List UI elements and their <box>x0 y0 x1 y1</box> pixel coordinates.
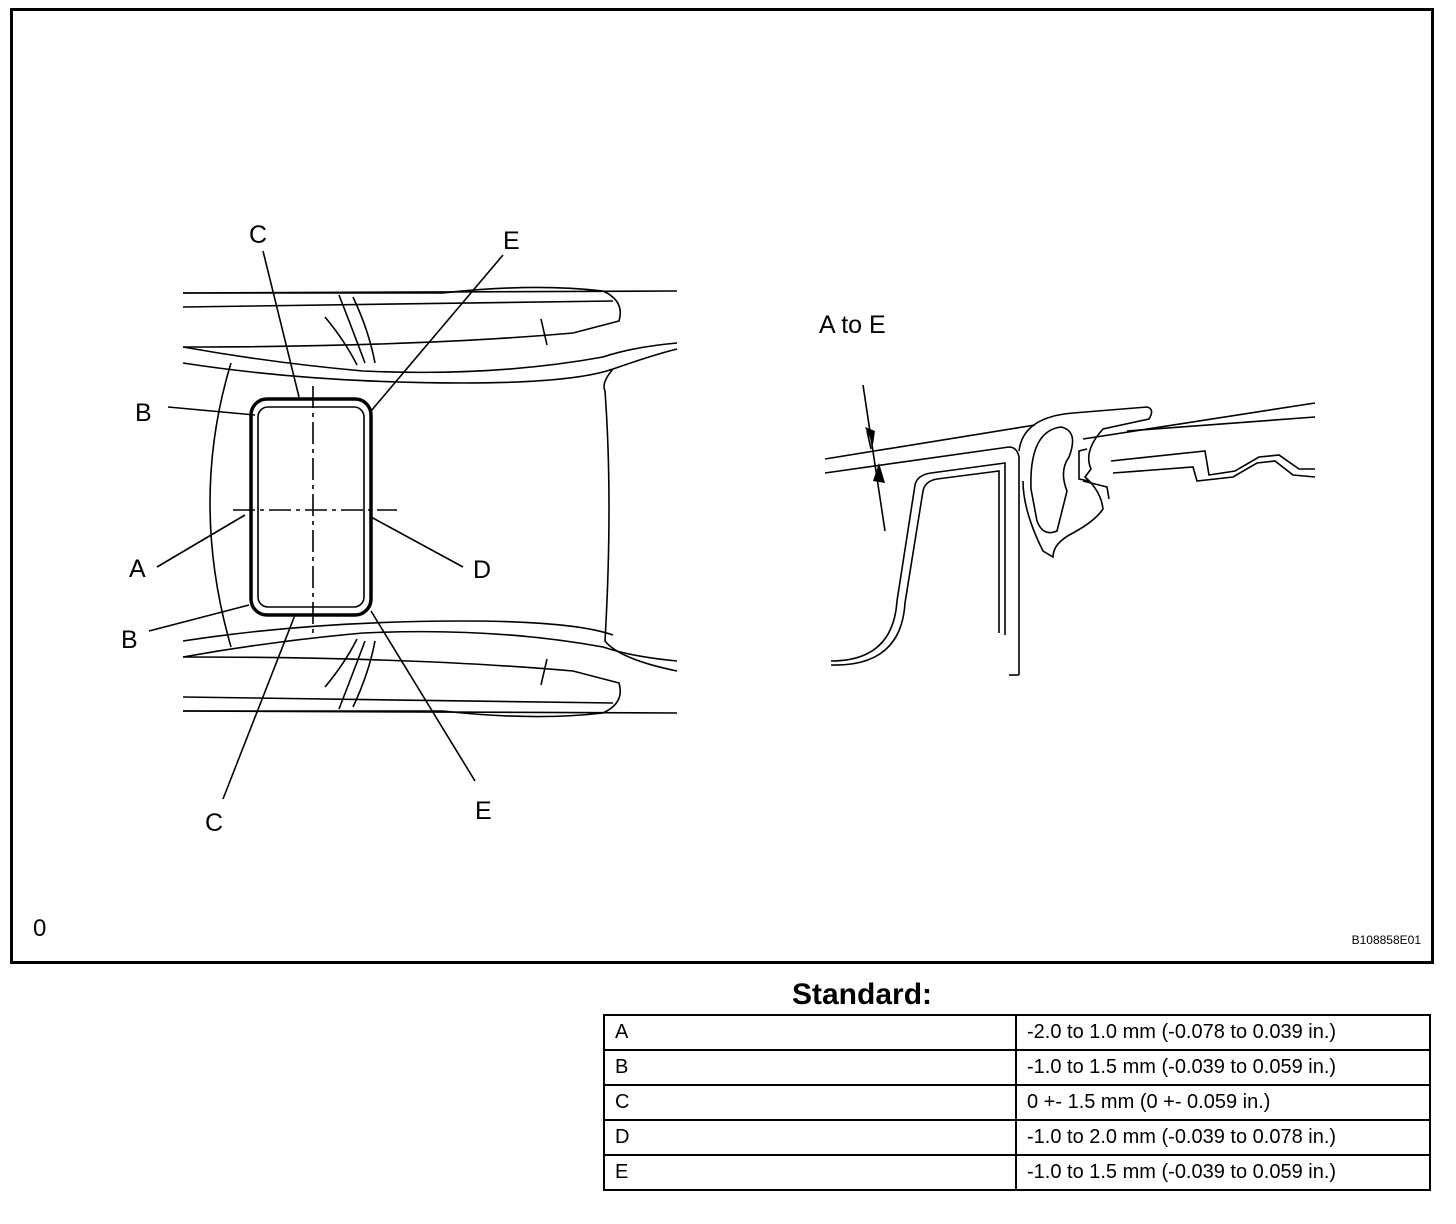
value-cell: -1.0 to 2.0 mm (-0.039 to 0.078 in.) <box>1015 1119 1431 1156</box>
callout-a: A <box>129 555 146 583</box>
table-row: E -1.0 to 1.5 mm (-0.039 to 0.059 in.) <box>603 1154 1431 1191</box>
value-cell: -1.0 to 1.5 mm (-0.039 to 0.059 in.) <box>1015 1049 1431 1086</box>
section-detail <box>824 384 1316 676</box>
value-cell: 0 +- 1.5 mm (0 +- 0.059 in.) <box>1015 1084 1431 1121</box>
point-cell: B <box>603 1049 1017 1086</box>
callout-e-top: E <box>503 227 520 255</box>
figure-frame: C E B A D B C E A to E 0 B108858E01 <box>10 8 1434 964</box>
callout-b-bottom: B <box>121 626 138 654</box>
point-cell: A <box>603 1014 1017 1051</box>
callout-d: D <box>473 556 491 584</box>
detail-label: A to E <box>819 311 886 339</box>
corner-mark: 0 <box>33 915 47 942</box>
figure-id: B108858E01 <box>1351 933 1421 947</box>
callout-c-top: C <box>249 221 267 249</box>
table-row: B -1.0 to 1.5 mm (-0.039 to 0.059 in.) <box>603 1049 1431 1086</box>
point-cell: D <box>603 1119 1017 1156</box>
standard-title: Standard: <box>792 978 933 1011</box>
value-cell: -1.0 to 1.5 mm (-0.039 to 0.059 in.) <box>1015 1154 1431 1191</box>
callout-e-bottom: E <box>475 797 492 825</box>
roof-outline <box>148 250 678 800</box>
point-cell: E <box>603 1154 1017 1191</box>
table-row: D -1.0 to 2.0 mm (-0.039 to 0.078 in.) <box>603 1119 1431 1156</box>
point-cell: C <box>603 1084 1017 1121</box>
diagram-svg: C E B A D B C E A to E <box>121 221 1316 837</box>
value-cell: -2.0 to 1.0 mm (-0.078 to 0.039 in.) <box>1015 1014 1431 1051</box>
callout-c-bottom: C <box>205 809 223 837</box>
callout-b-top: B <box>135 399 152 427</box>
table-row: C 0 +- 1.5 mm (0 +- 0.059 in.) <box>603 1084 1431 1121</box>
standard-table: A -2.0 to 1.0 mm (-0.078 to 0.039 in.) B… <box>603 1014 1431 1191</box>
table-row: A -2.0 to 1.0 mm (-0.078 to 0.039 in.) <box>603 1014 1431 1051</box>
